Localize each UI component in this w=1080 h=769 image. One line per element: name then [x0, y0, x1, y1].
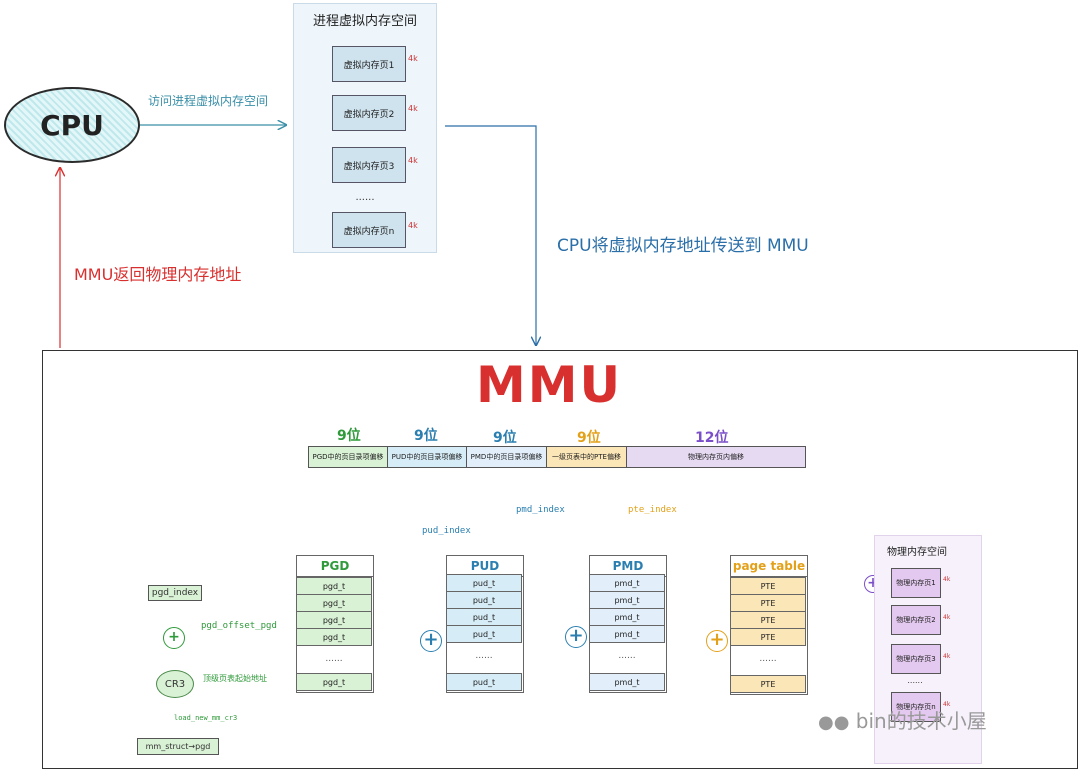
- watermark-text: bin的技术小屋: [855, 709, 987, 733]
- table-ellipsis: ......: [325, 654, 343, 664]
- table-ellipsis: ......: [759, 654, 777, 664]
- virtual-memory-space: 进程虚拟内存空间 虚拟内存页1 4k 虚拟内存页2 4k 虚拟内存页3 4k .…: [293, 3, 437, 253]
- size-label: 4k: [943, 653, 951, 660]
- add-icon: +: [565, 626, 587, 648]
- size-label: 4k: [943, 701, 951, 708]
- physical-page: 物理内存页2: [891, 605, 941, 635]
- bit-label: 9位: [414, 428, 438, 444]
- pud-table-frame: [446, 555, 524, 693]
- load-cr3-label: load_new_mm_cr3: [174, 714, 238, 722]
- address-segment: 一级页表中的PTE偏移: [546, 446, 627, 468]
- pud-entry: pud_t: [446, 625, 522, 643]
- virtual-ellipsis: ......: [355, 192, 375, 203]
- address-segment: PGD中的页目录项偏移: [308, 446, 388, 468]
- page-table-frame: [730, 555, 808, 695]
- physical-page: 物理内存页3: [891, 644, 941, 674]
- pgd-entry: pgd_t: [296, 628, 372, 646]
- mmu-return-label: MMU返回物理内存地址: [74, 265, 242, 284]
- size-label: 4k: [408, 221, 418, 230]
- physical-ellipsis: ......: [907, 676, 923, 685]
- virtual-page: 虚拟内存页3: [332, 147, 406, 183]
- address-segment: 物理内存页内偏移: [626, 446, 806, 468]
- mm-struct-box: mm_struct→pgd: [137, 738, 219, 755]
- wechat-icon: ●●: [818, 712, 850, 733]
- pgd-index-box: pgd_index: [148, 585, 202, 601]
- pmd-table-frame: [589, 555, 667, 693]
- pte-index-label: pte_index: [628, 505, 677, 515]
- pmd-index-label: pmd_index: [516, 505, 565, 515]
- address-segment: PUD中的页目录项偏移: [387, 446, 467, 468]
- bit-label: 9位: [493, 430, 517, 446]
- add-icon: +: [420, 630, 442, 652]
- physical-page: 物理内存页n: [891, 692, 941, 722]
- access-virtual-label: 访问进程虚拟内存空间: [148, 94, 269, 108]
- pgd-table-frame: [296, 555, 374, 693]
- add-icon: +: [163, 627, 185, 649]
- size-label: 4k: [943, 576, 951, 583]
- physical-page: 物理内存页1: [891, 568, 941, 598]
- bit-label: 12位: [695, 430, 729, 446]
- cr3-register: CR3: [156, 670, 194, 698]
- bit-label: 9位: [577, 430, 601, 446]
- page-table-title: page table: [730, 555, 808, 577]
- table-ellipsis: ......: [618, 651, 636, 661]
- pud-index-label: pud_index: [422, 526, 471, 536]
- size-label: 4k: [408, 156, 418, 165]
- table-ellipsis: ......: [475, 651, 493, 661]
- pgd-offset-label: pgd_offset_pgd: [201, 621, 277, 631]
- virtual-space-title: 进程虚拟内存空间: [312, 14, 417, 29]
- send-to-mmu-label: CPU将虚拟内存地址传送到 MMU: [557, 236, 809, 256]
- virtual-page: 虚拟内存页1: [332, 46, 406, 82]
- bit-label: 9位: [337, 428, 361, 444]
- size-label: 4k: [408, 104, 418, 113]
- address-segment: PMD中的页目录项偏移: [466, 446, 547, 468]
- physical-space-title: 物理内存空间: [887, 547, 947, 558]
- size-label: 4k: [408, 54, 418, 63]
- mmu-title: MMU: [476, 356, 623, 414]
- pud-entry: pud_t: [446, 673, 522, 691]
- add-icon: +: [706, 630, 728, 652]
- cpu-node: CPU: [4, 87, 140, 163]
- virtual-page: 虚拟内存页n: [332, 212, 406, 248]
- pte-entry: PTE: [730, 628, 806, 646]
- physical-memory-space: 物理内存空间 物理内存页1 4k 物理内存页2 4k 物理内存页3 4k ...…: [874, 535, 982, 764]
- top-table-addr-label: 顶级页表起始地址: [203, 674, 267, 683]
- watermark: ●● bin的技术小屋: [818, 705, 987, 734]
- size-label: 4k: [943, 614, 951, 621]
- virtual-page: 虚拟内存页2: [332, 95, 406, 131]
